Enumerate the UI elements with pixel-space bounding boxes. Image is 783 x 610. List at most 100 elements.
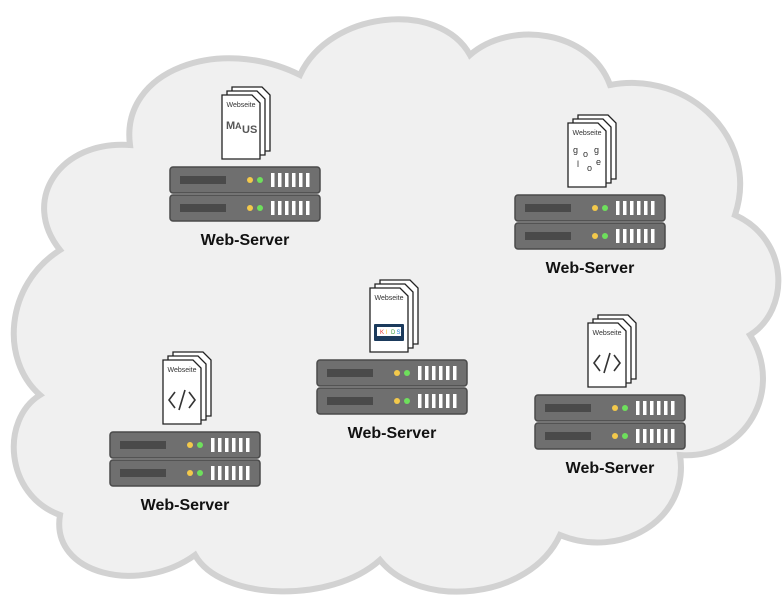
status-led-green xyxy=(602,205,608,211)
document-front-page xyxy=(162,359,202,425)
vent-bar xyxy=(225,466,229,480)
vent-bar xyxy=(271,173,275,187)
document-title: Webseite xyxy=(572,130,601,137)
vent-bar xyxy=(278,201,282,215)
server-label: Web-Server xyxy=(348,425,437,442)
drive-slot xyxy=(120,441,166,449)
drive-slot xyxy=(327,397,373,405)
vent-bar xyxy=(239,466,243,480)
status-led-yellow xyxy=(592,233,598,239)
status-led-green xyxy=(257,177,263,183)
maus-letter: M xyxy=(226,120,235,132)
vent-bar xyxy=(225,438,229,452)
vent-bar xyxy=(239,438,243,452)
vent-bar xyxy=(636,401,640,415)
code-slash xyxy=(178,389,186,411)
status-led-yellow xyxy=(247,177,253,183)
vent-bar xyxy=(306,173,310,187)
document-title: Webseite xyxy=(167,367,196,374)
server-label: Web-Server xyxy=(566,460,655,477)
vent-bar xyxy=(418,394,422,408)
vent-bar xyxy=(232,438,236,452)
document-front-page xyxy=(587,322,627,388)
vent-bar xyxy=(637,229,641,243)
vent-bar xyxy=(453,366,457,380)
kids-screen-inner xyxy=(377,327,401,336)
vent-bar xyxy=(218,466,222,480)
vent-bar xyxy=(246,466,250,480)
status-led-green xyxy=(404,398,410,404)
vent-bar xyxy=(425,394,429,408)
vent-bar xyxy=(623,201,627,215)
drive-slot xyxy=(180,176,226,184)
status-led-green xyxy=(197,442,203,448)
vent-bar xyxy=(650,429,654,443)
server-unit xyxy=(109,431,261,459)
document-title: Webseite xyxy=(374,295,403,302)
vent-bar xyxy=(630,229,634,243)
document-title: Webseite xyxy=(592,330,621,337)
document-title: Webseite xyxy=(226,102,255,109)
server-unit xyxy=(534,422,686,450)
code-bracket-left xyxy=(168,391,176,409)
google-letter: e xyxy=(596,157,601,167)
vent-bar xyxy=(292,201,296,215)
kids-letter: K xyxy=(380,330,384,336)
status-led-green xyxy=(404,370,410,376)
status-led-green xyxy=(622,433,628,439)
server-label: Web-Server xyxy=(546,260,635,277)
drive-slot xyxy=(545,432,591,440)
vent-bar xyxy=(425,366,429,380)
maus-letter: U xyxy=(242,124,250,136)
server-unit xyxy=(534,394,686,422)
status-led-green xyxy=(197,470,203,476)
vent-bar xyxy=(643,401,647,415)
google-letter: o xyxy=(583,149,588,159)
google-letter: l xyxy=(577,159,579,169)
vent-bar xyxy=(644,201,648,215)
vent-bar xyxy=(623,229,627,243)
document-front-page xyxy=(567,122,607,188)
vent-bar xyxy=(657,401,661,415)
vent-bar xyxy=(299,201,303,215)
vent-bar xyxy=(637,201,641,215)
vent-bar xyxy=(446,366,450,380)
vent-bar xyxy=(636,429,640,443)
vent-bar xyxy=(306,201,310,215)
drive-slot xyxy=(327,369,373,377)
server-unit xyxy=(169,194,321,222)
server-unit xyxy=(316,387,468,415)
vent-bar xyxy=(246,438,250,452)
maus-letter: S xyxy=(250,124,257,136)
vent-bar xyxy=(616,229,620,243)
vent-bar xyxy=(644,229,648,243)
server-unit xyxy=(316,359,468,387)
vent-bar xyxy=(643,429,647,443)
google-letter: g xyxy=(594,145,599,155)
vent-bar xyxy=(285,201,289,215)
vent-bar xyxy=(299,173,303,187)
status-led-green xyxy=(602,233,608,239)
vent-bar xyxy=(439,394,443,408)
status-led-yellow xyxy=(612,433,618,439)
drive-slot xyxy=(525,204,571,212)
vent-bar xyxy=(616,201,620,215)
server-unit xyxy=(109,459,261,487)
google-letter: o xyxy=(587,163,592,173)
code-slash xyxy=(603,352,611,374)
vent-bar xyxy=(664,401,668,415)
status-led-green xyxy=(622,405,628,411)
server-label: Web-Server xyxy=(141,497,230,514)
kids-letter: S xyxy=(397,330,401,336)
vent-bar xyxy=(671,429,675,443)
vent-bar xyxy=(650,401,654,415)
vent-bar xyxy=(278,173,282,187)
vent-bar xyxy=(657,429,661,443)
